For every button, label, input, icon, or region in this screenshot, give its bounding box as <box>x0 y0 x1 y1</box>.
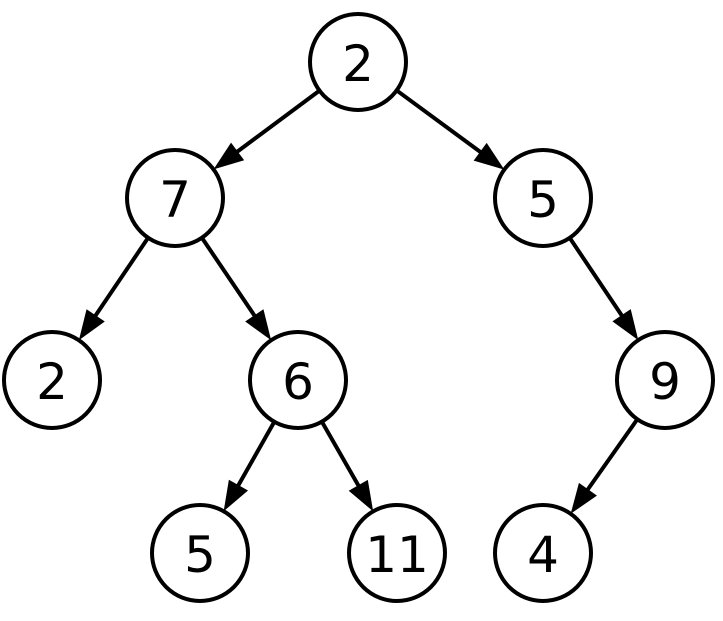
node-circle <box>248 330 348 430</box>
edge-n3-n6 <box>568 236 639 341</box>
arrowhead-icon <box>245 309 272 341</box>
arrowhead-icon <box>78 309 105 341</box>
node-circle <box>2 330 102 430</box>
tree-node-n2: 7 <box>125 148 225 248</box>
edges-layer <box>78 88 639 514</box>
node-circle <box>493 503 593 603</box>
edge-n1-n2 <box>213 89 321 170</box>
arrowhead-icon <box>570 482 597 514</box>
node-label: 5 <box>184 526 216 584</box>
node-circle <box>125 148 225 248</box>
edge-n5-n7 <box>223 420 277 512</box>
tree-node-n5: 6 <box>248 330 348 430</box>
arrowhead-icon <box>348 479 374 512</box>
node-circle <box>493 148 593 248</box>
edge-line <box>585 418 639 493</box>
edge-line <box>234 89 321 155</box>
edge-line <box>235 420 277 488</box>
node-circle <box>150 503 250 603</box>
node-circle <box>308 12 408 112</box>
node-label: 7 <box>159 171 191 229</box>
node-label: 2 <box>36 353 68 411</box>
node-circle <box>615 330 715 430</box>
tree-node-n1: 2 <box>308 12 408 112</box>
arrowhead-icon <box>223 479 249 512</box>
tree-node-n3: 5 <box>493 148 593 248</box>
arrowhead-icon <box>612 309 639 341</box>
arrowhead-icon <box>213 142 245 170</box>
node-label: 4 <box>527 526 559 584</box>
edge-line <box>200 236 258 319</box>
edge-n2-n4 <box>78 236 150 341</box>
node-label: 5 <box>527 171 559 229</box>
node-circle <box>347 503 447 603</box>
tree-node-n6: 9 <box>615 330 715 430</box>
edge-line <box>320 420 361 489</box>
node-label: 9 <box>649 353 681 411</box>
edge-line <box>92 236 150 319</box>
arrowhead-icon <box>473 142 505 170</box>
edge-n6-n9 <box>570 418 639 514</box>
tree-node-n7: 5 <box>150 503 250 603</box>
node-label: 2 <box>342 35 374 93</box>
tree-node-n8: 11 <box>347 503 447 603</box>
edge-line <box>568 236 625 318</box>
tree-node-n4: 2 <box>2 330 102 430</box>
tree-node-n9: 4 <box>493 503 593 603</box>
node-label: 11 <box>365 526 429 584</box>
nodes-layer: 2 7 5 2 6 9 5 11 4 <box>2 12 715 603</box>
edge-n1-n3 <box>395 88 505 170</box>
edge-line <box>395 88 483 155</box>
node-label: 6 <box>282 353 314 411</box>
edge-n5-n8 <box>320 420 374 512</box>
edge-n2-n5 <box>200 236 272 341</box>
